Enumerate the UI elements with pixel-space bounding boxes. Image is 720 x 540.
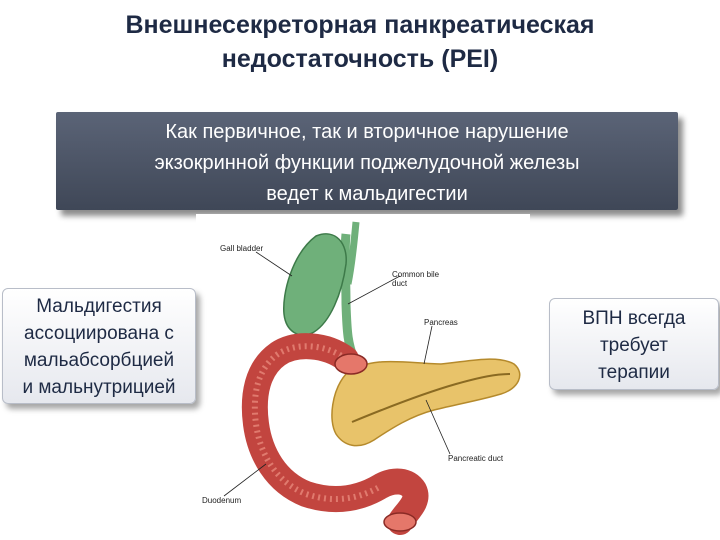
- callout-left-line-4: и мальнутрицией: [22, 377, 176, 398]
- label-pancreas: Pancreas: [424, 318, 458, 327]
- hepatic-duct-shape: [344, 221, 360, 285]
- title-line-1: Внешнесекреторная панкреатическая: [125, 11, 595, 39]
- callout-right-line-2: требует: [599, 335, 668, 356]
- label-pancreatic-duct: Pancreatic duct: [448, 454, 504, 463]
- pancreas-anatomy-illustration: Gall bladder Common bile duct Pancreas P…: [196, 214, 530, 536]
- therapy-callout: ВПН всегда требует терапии: [549, 298, 719, 390]
- slide-title: Внешнесекреторная панкреатическая недост…: [20, 8, 700, 76]
- leader-pancreatic-duct: [425, 399, 451, 455]
- leader-gall-bladder: [255, 251, 293, 277]
- duodenum-inner-shape: [251, 343, 383, 503]
- leader-bile-duct: [347, 275, 401, 305]
- callout-right-line-1: ВПН всегда: [582, 308, 686, 329]
- pylorus-shape: [334, 353, 368, 375]
- label-duodenum: Duodenum: [202, 496, 242, 505]
- leader-duodenum: [223, 463, 267, 497]
- label-common-bile-duct-1: Common bile: [392, 270, 440, 279]
- summary-banner: Как первичное, так и вторичное нарушение…: [56, 112, 678, 210]
- banner-line-3: ведет к мальдигестии: [266, 183, 468, 205]
- pancreatic-duct-shape: [351, 373, 511, 423]
- pancreas-shape: [331, 358, 521, 447]
- banner-line-2: экзокринной функции поджелудочной железы: [154, 152, 580, 174]
- maldigestion-callout: Мальдигестия ассоциирована с мальабсорбц…: [2, 288, 196, 404]
- anatomy-drawing: [223, 221, 521, 535]
- label-gall-bladder: Gall bladder: [220, 244, 264, 253]
- label-common-bile-duct-2: duct: [392, 279, 408, 288]
- leader-pancreas: [423, 325, 433, 365]
- gallbladder-shape: [283, 233, 347, 336]
- callout-left-line-3: мальабсорбцией: [23, 350, 175, 371]
- callout-left-line-2: ассоциирована с: [24, 323, 174, 344]
- jejunum-opening-shape: [383, 512, 417, 532]
- callout-left-line-1: Мальдигестия: [36, 296, 162, 317]
- banner-line-1: Как первичное, так и вторичное нарушение: [165, 121, 569, 143]
- callout-right-line-3: терапии: [598, 362, 670, 383]
- title-line-2: недостаточность (PEI): [221, 45, 499, 73]
